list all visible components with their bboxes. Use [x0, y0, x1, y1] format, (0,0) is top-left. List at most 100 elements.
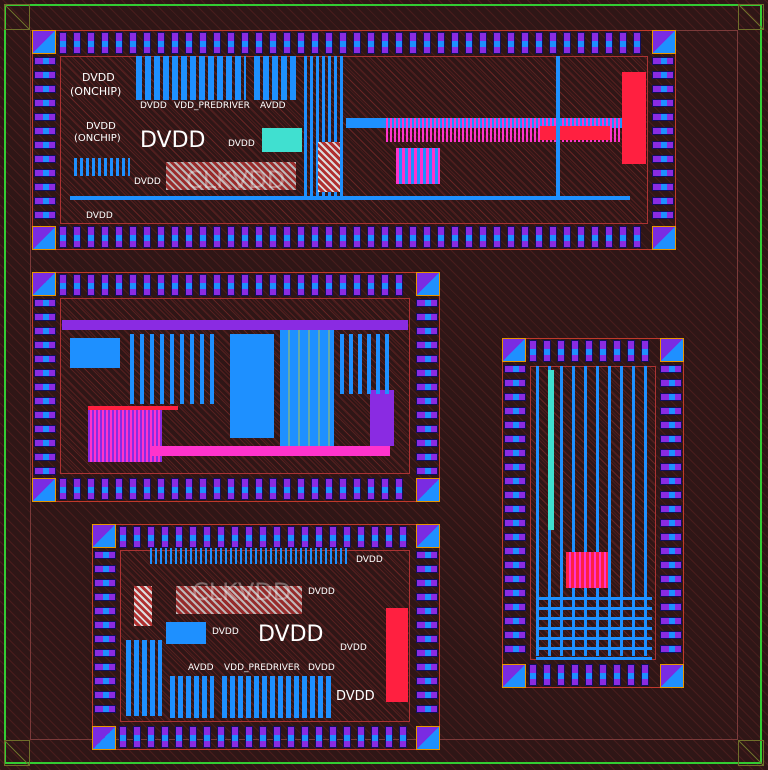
b3-pad-left — [504, 617, 526, 625]
b4-pad-right — [416, 677, 438, 685]
b2-pad-left — [34, 453, 56, 461]
b4-pad-left — [94, 607, 116, 615]
b3-pad-right — [660, 365, 682, 373]
b4-pad-bottom — [315, 726, 323, 748]
b2-pad-left — [34, 299, 56, 307]
b1-pad-bottom — [241, 226, 249, 248]
b3-pad-top — [599, 340, 607, 362]
b4-pad-bottom — [189, 726, 197, 748]
b3-pad-right — [660, 505, 682, 513]
b2-pad-right — [416, 313, 438, 321]
b1-pad-bottom — [535, 226, 543, 248]
die-boundary — [4, 4, 762, 764]
b2-pad-top — [59, 274, 67, 296]
b3-pad-right — [660, 379, 682, 387]
b2-pad-right — [416, 369, 438, 377]
b1-pad-bottom — [213, 226, 221, 248]
b1-pad-bottom — [73, 226, 81, 248]
b1-pad-top — [465, 32, 473, 54]
b2-pad-top — [325, 274, 333, 296]
routing-m2 — [340, 334, 390, 394]
b1-pad-right — [652, 197, 674, 205]
b4-pad-bottom — [231, 726, 239, 748]
b1-pad-bottom — [395, 226, 403, 248]
b1-pad-top — [129, 32, 137, 54]
routing-m1 — [130, 334, 220, 404]
b3-pad-left — [504, 561, 526, 569]
b3-pad-top — [543, 340, 551, 362]
b4-pad-top — [371, 526, 379, 548]
b3-pad-top — [627, 340, 635, 362]
b2-pad-bottom — [241, 478, 249, 500]
b2-pad-bottom — [395, 478, 403, 500]
b4-pad-top — [259, 526, 267, 548]
b3-pad-left — [504, 407, 526, 415]
b2-pad-top — [171, 274, 179, 296]
b4-pad-top — [217, 526, 225, 548]
label-dvdd-big-bottom: DVDD — [258, 622, 324, 647]
b2-pad-top — [255, 274, 263, 296]
b1-pad-top — [353, 32, 361, 54]
b1-pad-bottom — [451, 226, 459, 248]
b4-pad-bottom — [385, 726, 393, 748]
b4-pad-top — [301, 526, 309, 548]
b1-pad-right — [652, 155, 674, 163]
b1-pad-bottom — [479, 226, 487, 248]
b3-pad-right — [660, 547, 682, 555]
b4-pad-top — [245, 526, 253, 548]
b1-pad-bottom — [367, 226, 375, 248]
b1-pad-bottom — [381, 226, 389, 248]
b2-pad-top — [241, 274, 249, 296]
b1-pad-left — [34, 85, 56, 93]
b3-pad-left — [504, 491, 526, 499]
b1-pad-top — [605, 32, 613, 54]
b1-pad-bottom — [87, 226, 95, 248]
b4-pad-top — [385, 526, 393, 548]
b2-pad-top — [311, 274, 319, 296]
b1-pad-top — [283, 32, 291, 54]
b4-pad-top — [203, 526, 211, 548]
b4-pad-bottom — [161, 726, 169, 748]
b2-pad-right — [416, 299, 438, 307]
b2-pad-bottom — [213, 478, 221, 500]
b4-pad-left — [94, 551, 116, 559]
label-dvdd-b1d: DVDD — [86, 211, 113, 221]
b2-pad-bottom — [115, 478, 123, 500]
b4-pad-right — [416, 551, 438, 559]
b1-pad-bottom — [311, 226, 319, 248]
b3-pad-top — [557, 340, 565, 362]
die-corner-tr — [738, 4, 764, 30]
b1-pad-top — [395, 32, 403, 54]
b2-pad-right — [416, 467, 438, 475]
b4-corner-bl — [92, 726, 116, 750]
b1-pad-right — [652, 85, 674, 93]
b1-pad-top — [143, 32, 151, 54]
b2-pad-top — [339, 274, 347, 296]
b2-pad-left — [34, 313, 56, 321]
b2-pad-top — [367, 274, 375, 296]
b2-pad-bottom — [311, 478, 319, 500]
b2-corner-tr — [416, 272, 440, 296]
b4-pad-left — [94, 621, 116, 629]
b2-pad-left — [34, 397, 56, 405]
b3-pad-bottom — [571, 664, 579, 686]
b1-pad-top — [227, 32, 235, 54]
b2-pad-left — [34, 467, 56, 475]
b2-pad-bottom — [59, 478, 67, 500]
h-bus-m1 — [62, 320, 408, 330]
b1-pad-left — [34, 183, 56, 191]
b4-pad-bottom — [287, 726, 295, 748]
b3-pad-left — [504, 603, 526, 611]
b4-pad-top — [273, 526, 281, 548]
b1-pad-bottom — [227, 226, 235, 248]
b4-pad-top — [231, 526, 239, 548]
label-dvdd-b1a: DVDD — [140, 101, 167, 111]
b4-pad-right — [416, 649, 438, 657]
b3-pad-bottom — [585, 664, 593, 686]
b1-pad-top — [381, 32, 389, 54]
b1-corner-tr — [652, 30, 676, 54]
b2-pad-right — [416, 411, 438, 419]
b3-pad-right — [660, 477, 682, 485]
b3-pad-left — [504, 393, 526, 401]
b2-pad-top — [73, 274, 81, 296]
